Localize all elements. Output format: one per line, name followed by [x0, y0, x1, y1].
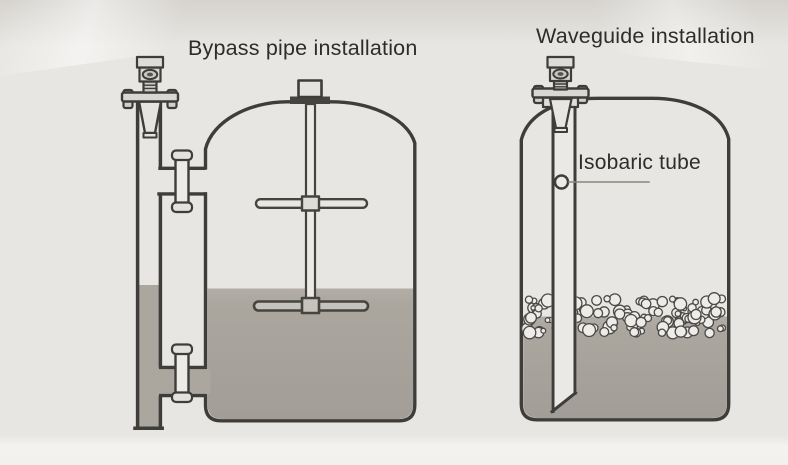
- sensor-neck: [142, 80, 158, 94]
- tank-liquid: [207, 288, 413, 419]
- tank-shell: [203, 100, 417, 423]
- horn-antenna-tip: [142, 132, 158, 139]
- radar-level-sensor: [531, 55, 590, 133]
- wall-opening-lower: [201, 369, 211, 394]
- waveguide-tube: [549, 98, 578, 414]
- sensor-neck: [552, 79, 569, 91]
- agitator: [252, 79, 370, 315]
- upper-flanged-union: [170, 149, 194, 214]
- sensor-flange: [120, 91, 180, 103]
- horn-antenna: [137, 100, 163, 135]
- motor-box: [297, 79, 323, 99]
- sensor-top-box: [546, 55, 575, 69]
- sensor-top-box: [135, 55, 165, 69]
- bypass-pipe-diagram: [120, 55, 417, 430]
- isobaric-tube-label: Isobaric tube: [578, 151, 701, 174]
- lower-flanged-union: [170, 343, 194, 404]
- agitator-hub-lower: [300, 296, 321, 315]
- waveguide-diagram: [519, 55, 731, 422]
- bypass-pipe: [133, 100, 164, 430]
- agitator-hub-upper: [300, 195, 321, 212]
- radar-level-sensor: [120, 55, 180, 139]
- wall-opening-upper: [201, 169, 211, 193]
- isobaric-hole: [553, 174, 570, 190]
- motor-mount-plate: [290, 96, 330, 104]
- bypass-pipe-liquid: [139, 285, 159, 427]
- left-diagram-title: Bypass pipe installation: [188, 36, 418, 60]
- horn-antenna-tip: [553, 127, 568, 133]
- right-diagram-title: Waveguide installation: [536, 24, 755, 48]
